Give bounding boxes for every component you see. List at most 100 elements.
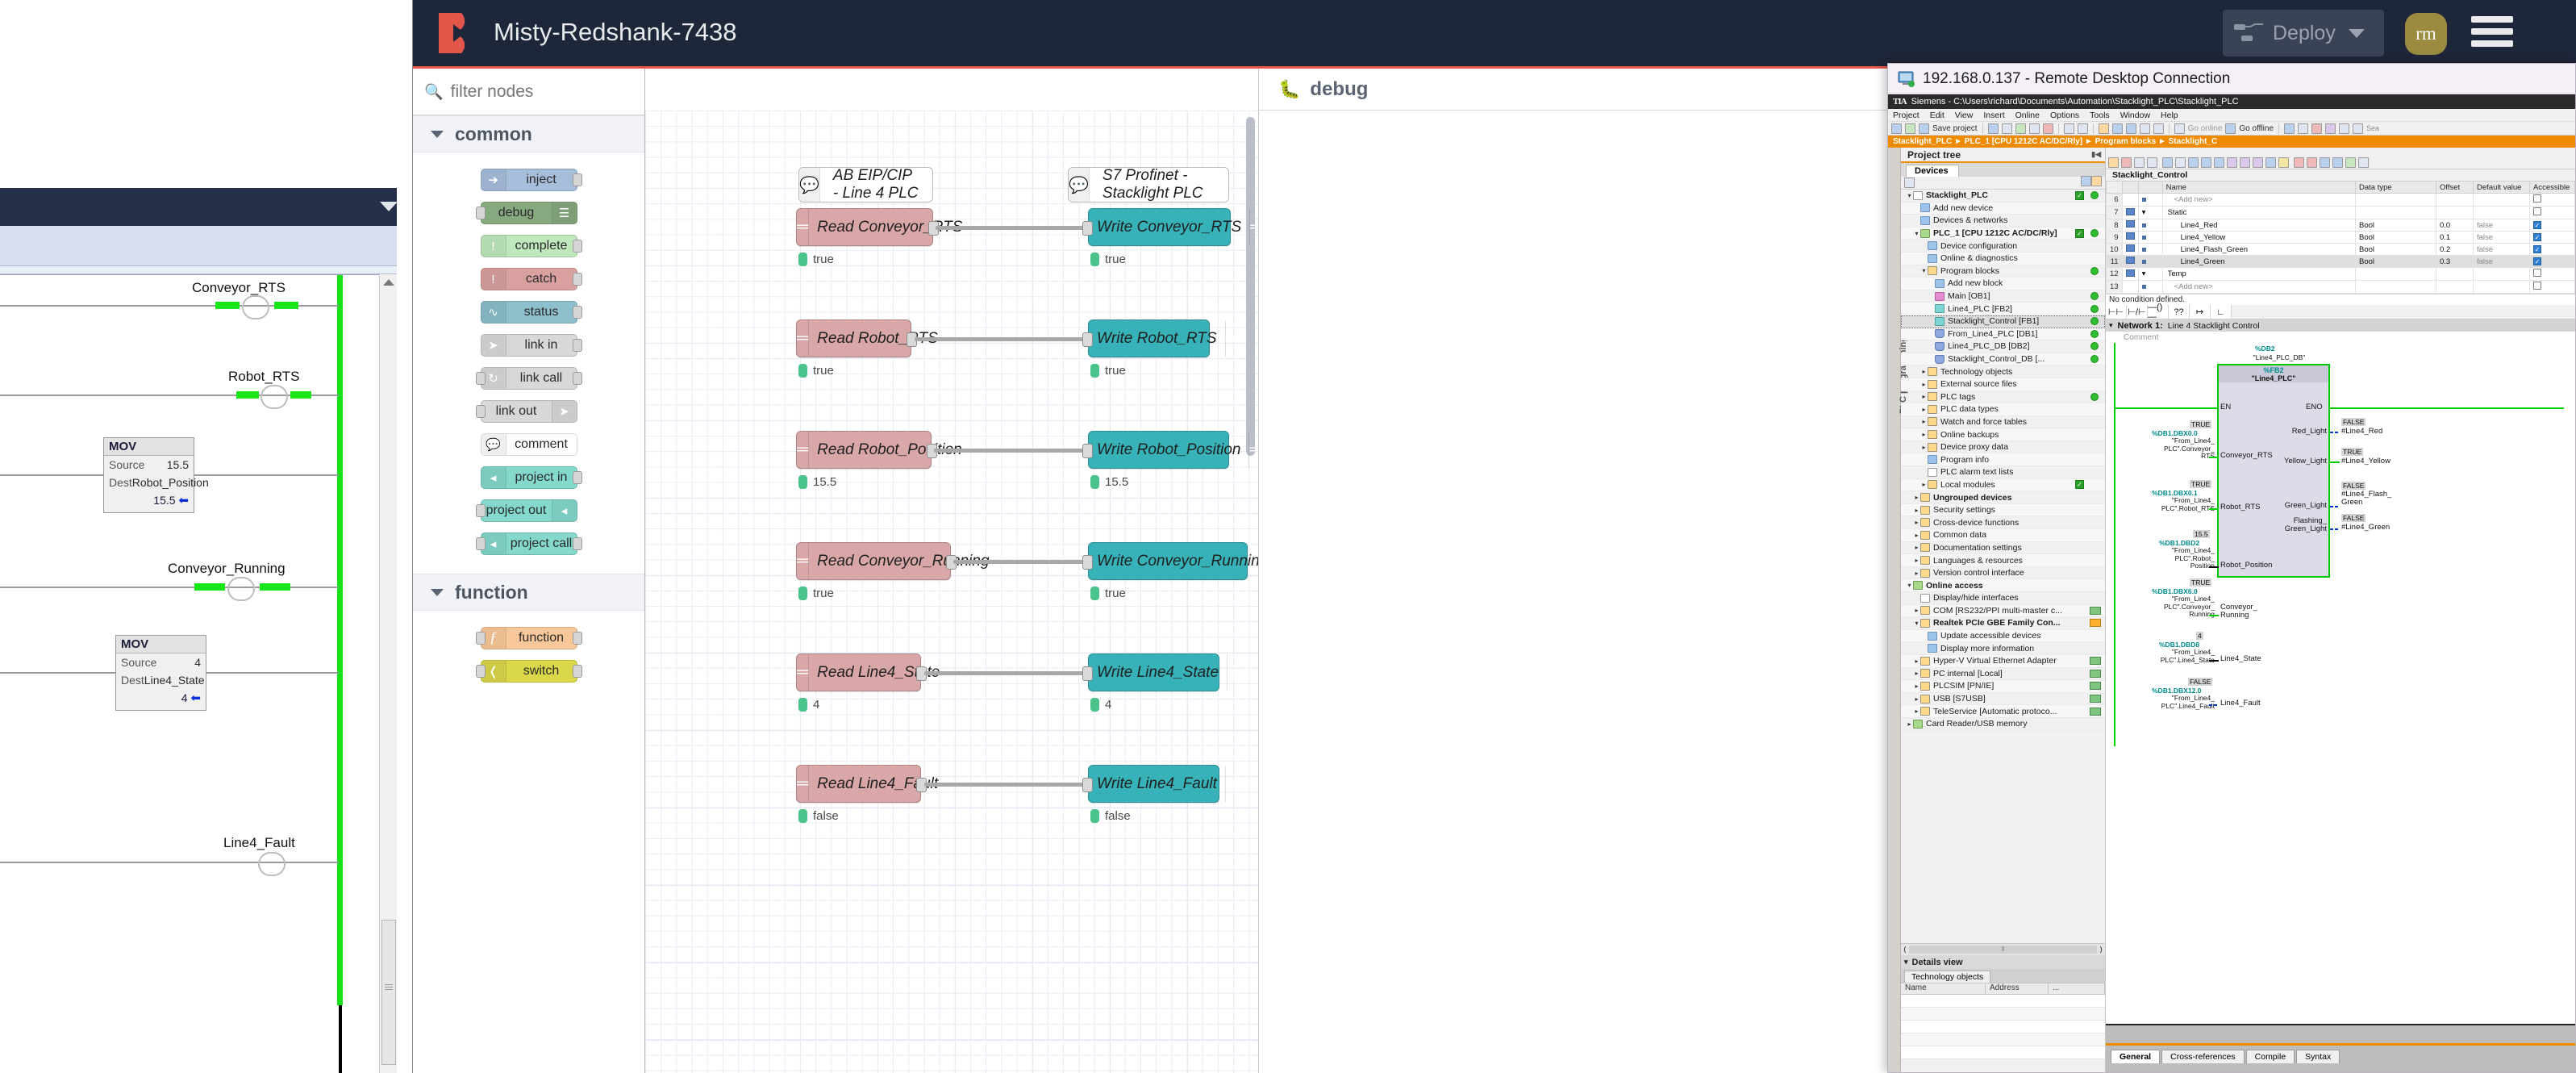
expand-arrow-icon[interactable]: ▸ <box>1913 708 1920 715</box>
menu-help[interactable]: Help <box>2161 111 2178 120</box>
close-branch-icon[interactable]: ∟ <box>2211 305 2232 319</box>
palette-node-comment[interactable]: 💬 comment <box>481 433 577 456</box>
expand-arrow-icon[interactable]: ▸ <box>1920 406 1928 413</box>
tab-general[interactable]: General <box>2111 1050 2160 1063</box>
expand-arrow-icon[interactable]: ▸ <box>1906 720 1913 728</box>
expand-arrow-icon[interactable]: ▾ <box>1913 620 1920 627</box>
redo-icon[interactable] <box>2078 123 2088 134</box>
move-down-icon[interactable] <box>2147 157 2157 168</box>
cell-accessible[interactable] <box>2530 207 2575 219</box>
flow-node-read[interactable]: ═ Read Robot_RTS <box>796 319 911 357</box>
ladder-canvas[interactable]: Conveyor_RTS Robot_RTS MOV Source 15.5 D… <box>0 274 379 1073</box>
chevron-down-icon[interactable] <box>380 202 398 211</box>
flow-node-read[interactable]: ═ Read Conveyor_Running <box>796 542 951 580</box>
bookmark-icon[interactable] <box>2294 157 2304 168</box>
expand-arrow-icon[interactable]: ▸ <box>1920 481 1928 488</box>
project-tree-item[interactable]: ▸Common data <box>1901 529 2105 542</box>
input-port[interactable] <box>476 372 486 385</box>
menu-window[interactable]: Window <box>2120 111 2150 120</box>
project-tree-item[interactable]: From_Line4_PLC [DB1] <box>1901 328 2105 341</box>
project-tree-item[interactable]: ▸Online backups <box>1901 428 2105 441</box>
project-tree-item[interactable]: Display more information <box>1901 642 2105 655</box>
project-tree-item[interactable]: ▸Technology objects <box>1901 365 2105 378</box>
collapse-networks-icon[interactable] <box>2227 157 2237 168</box>
palette-node-link-in[interactable]: ➤ link in <box>481 334 577 357</box>
table-row[interactable]: 13<Add new> <box>2107 281 2575 294</box>
output-port[interactable] <box>573 339 582 352</box>
chevron-down-icon[interactable] <box>2349 29 2365 38</box>
flow-wire[interactable] <box>936 226 1090 230</box>
flow-wire[interactable] <box>924 671 1090 675</box>
row-expand[interactable] <box>2138 281 2162 294</box>
row-expand[interactable] <box>2138 232 2162 244</box>
project-tree-item[interactable]: Device configuration <box>1901 240 2105 253</box>
expand-arrow-icon[interactable]: ▸ <box>1920 368 1928 375</box>
flow-wire[interactable] <box>934 449 1090 453</box>
project-tree-item[interactable]: ▾Program blocks <box>1901 265 2105 278</box>
expand-arrow-icon[interactable]: ▸ <box>1913 570 1920 577</box>
expand-arrow-icon[interactable]: ▸ <box>1913 494 1920 501</box>
project-tree-item[interactable]: ▸PC internal [Local] <box>1901 668 2105 681</box>
tree-filter-icon[interactable] <box>1904 177 1915 188</box>
cell-accessible[interactable]: ✓ <box>2530 256 2575 268</box>
project-tree-item[interactable]: Update accessible devices <box>1901 630 2105 643</box>
project-tree-item[interactable]: Online & diagnostics <box>1901 253 2105 265</box>
project-tree-item[interactable]: ▸External source files <box>1901 378 2105 391</box>
go-offline-label[interactable]: Go offline <box>2239 124 2274 133</box>
input-port[interactable] <box>476 537 486 550</box>
row-expand[interactable] <box>2138 256 2162 268</box>
table-row[interactable]: 11Line4_GreenBool0.3false✓ <box>2107 256 2575 268</box>
monitoring-icon[interactable] <box>2278 157 2289 168</box>
network-overview-icon[interactable] <box>2253 157 2263 168</box>
project-tree-item[interactable]: ▾PLC_1 [CPU 1212C AC/DC/Rly]✓ <box>1901 228 2105 240</box>
absolute-icon[interactable] <box>2162 157 2173 168</box>
list-view-icon[interactable] <box>2081 176 2091 186</box>
lad-function-block[interactable]: %FB2 "Line4_PLC" <box>2217 364 2330 578</box>
expand-arrow-icon[interactable]: ▾ <box>1913 230 1920 237</box>
palette-node-status[interactable]: ∿ status <box>481 301 577 324</box>
save-project-label[interactable]: Save project <box>1932 124 1978 133</box>
input-port[interactable] <box>476 207 486 219</box>
canvas-vertical-scrollbar[interactable] <box>1246 117 1255 456</box>
go-offline-icon[interactable] <box>2225 123 2236 134</box>
table-row[interactable] <box>1901 1021 2105 1033</box>
window-h-icon[interactable] <box>2339 123 2349 134</box>
row-expand[interactable] <box>2138 244 2162 256</box>
bookmark-prev-icon[interactable] <box>2307 157 2317 168</box>
input-port[interactable] <box>1082 778 1093 792</box>
upload-from-device-icon[interactable] <box>2126 123 2136 134</box>
insert-row-icon[interactable] <box>2108 157 2119 168</box>
network-header[interactable]: ▾ Network 1: Line 4 Stacklight Control <box>2106 319 2575 332</box>
hamburger-menu-icon[interactable] <box>2471 16 2513 52</box>
flow-canvas[interactable]: 💬 AB EIP/CIP - Line 4 PLC 💬 S7 Profinet … <box>645 69 1258 1073</box>
expand-arrow-icon[interactable]: ▸ <box>1920 444 1928 451</box>
split-v-icon[interactable] <box>2311 123 2322 134</box>
cross-ref-icon[interactable] <box>2325 123 2336 134</box>
expand-arrow-icon[interactable]: ▸ <box>1920 431 1928 438</box>
expand-arrow-icon[interactable]: ▸ <box>1913 670 1920 677</box>
normally-open-contact-icon[interactable]: ⊢⊢ <box>2106 305 2127 319</box>
rdp-titlebar[interactable]: 192.168.0.137 - Remote Desktop Connectio… <box>1888 64 2575 94</box>
output-port[interactable] <box>573 632 582 645</box>
project-tree-item[interactable]: ▸Security settings <box>1901 504 2105 517</box>
interface-table-body[interactable]: 6<Add new>7▾Static8Line4_RedBool0.0false… <box>2107 194 2575 294</box>
paste-icon[interactable] <box>2029 123 2040 134</box>
palette-node-switch[interactable]: ❬ switch <box>481 660 577 683</box>
project-tree-item[interactable]: ▸Languages & resources <box>1901 554 2105 567</box>
table-row[interactable]: 6<Add new> <box>2107 194 2575 207</box>
start-simulation-icon[interactable] <box>2140 123 2150 134</box>
table-row[interactable] <box>1901 1046 2105 1059</box>
project-tree-item[interactable]: ▸Card Reader/USB memory <box>1901 718 2105 731</box>
empty-box-icon[interactable]: ?? <box>2169 305 2190 319</box>
open-branch-icon[interactable]: ↦ <box>2190 305 2211 319</box>
expand-arrow-icon[interactable]: ▸ <box>1913 557 1920 564</box>
flow-node-write[interactable]: Write Robot_RTS ═ <box>1088 319 1210 357</box>
scroll-right-icon[interactable]: ⟩ <box>2099 946 2103 954</box>
input-port[interactable] <box>476 632 486 645</box>
split-h-icon[interactable] <box>2298 123 2308 134</box>
menu-options[interactable]: Options <box>2050 111 2079 120</box>
palette-node-project-call[interactable]: ◂ project call <box>481 532 577 555</box>
flow-node-read[interactable]: ═ Read Conveyor_RTS <box>796 208 933 246</box>
palette-node-debug[interactable]: debug ☰ <box>481 202 577 224</box>
flow-node-read[interactable]: ═ Read Line4_Fault <box>796 765 921 803</box>
